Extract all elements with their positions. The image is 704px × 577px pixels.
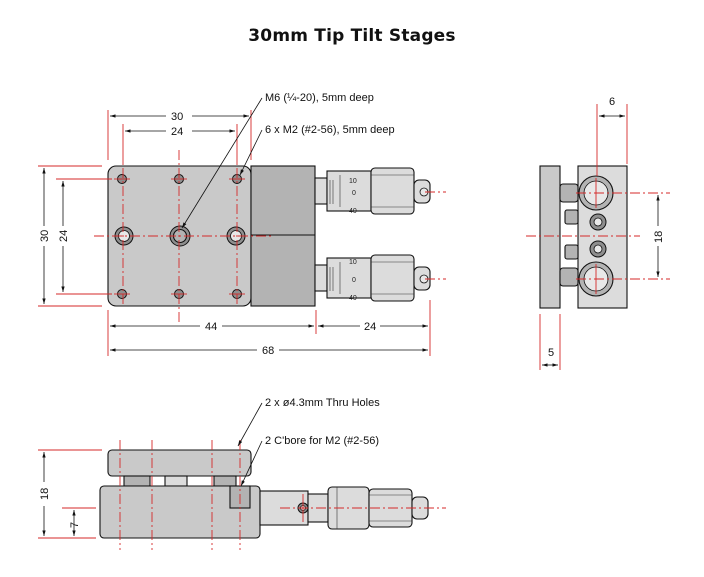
dim-height-inner: 24 [58, 230, 70, 242]
dim-micrometer-length: 24 [364, 321, 376, 333]
note-m2-holes: 6 x M2 (#2-56), 5mm deep [265, 124, 395, 136]
dim-side-spacing: 18 [653, 231, 665, 243]
scale-label: 0 [352, 277, 356, 284]
scale-label: 40 [349, 295, 357, 302]
front-top-plate [107, 449, 252, 477]
note-counterbore: 2 C'bore for M2 (#2-56) [265, 435, 379, 447]
scale-label: 10 [349, 178, 357, 185]
dim-height-outer: 30 [39, 230, 51, 242]
dim-front-height: 18 [39, 488, 51, 500]
front-view: 18 7 2 x ø4.3mm Thru Holes 2 C'bore for … [38, 397, 446, 550]
dim-side-bottom: 5 [548, 347, 554, 359]
micrometer-upper [314, 167, 431, 215]
side-view: 6 18 5 [526, 96, 670, 370]
dim-total-length: 68 [262, 345, 274, 357]
side-plate [539, 165, 561, 309]
dim-width-inner: 24 [171, 126, 183, 138]
dim-front-lower: 7 [69, 522, 81, 528]
dim-body-length: 44 [205, 321, 217, 333]
scale-label: 0 [352, 190, 356, 197]
note-thru-holes: 2 x ø4.3mm Thru Holes [265, 397, 380, 409]
top-view: 10 0 40 10 0 40 [38, 92, 446, 357]
scale-label: 40 [349, 208, 357, 215]
scale-label: 10 [349, 259, 357, 266]
dim-side-top: 6 [609, 96, 615, 108]
dim-width-outer: 30 [171, 111, 183, 123]
note-tapped-hole: M6 (¼-20), 5mm deep [265, 92, 374, 104]
micrometer-lower [314, 254, 431, 302]
page-title: 30mm Tip Tilt Stages [248, 26, 456, 46]
